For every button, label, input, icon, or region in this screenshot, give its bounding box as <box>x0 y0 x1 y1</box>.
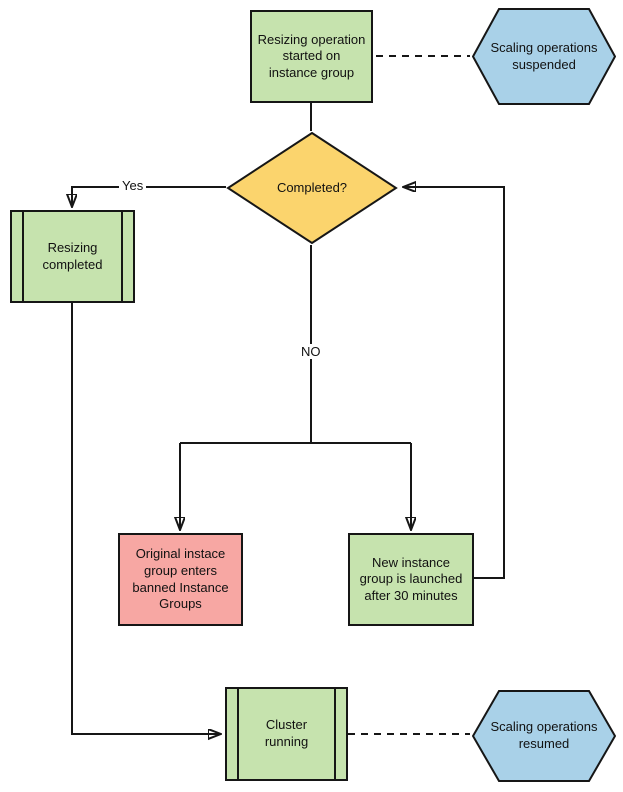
node-completed-decision: Completed? <box>226 132 398 244</box>
predefined-process-bar <box>334 689 336 779</box>
diamond-shape <box>226 132 398 244</box>
predefined-process-bar <box>22 212 24 301</box>
node-new-group-label: New instance group is launched after 30 … <box>359 554 463 603</box>
node-resize-started-label: Resizing operation started on instance g… <box>257 31 366 80</box>
node-scaling-resumed-label: Scaling operations resumed <box>490 719 598 751</box>
edge-label-no: NO <box>298 344 324 359</box>
hexagon-shape <box>472 690 616 782</box>
node-scaling-resumed: Scaling operations resumed <box>472 690 616 782</box>
edge-newgroup-to-decision <box>404 187 505 579</box>
node-resizing-completed: Resizing completed <box>10 210 135 303</box>
node-banned-group-label: Original instace group enters banned Ins… <box>132 546 229 612</box>
edge-decision-yes <box>72 186 226 206</box>
hexagon-shape <box>472 8 616 105</box>
node-cluster-running-label: Cluster running <box>264 717 309 749</box>
edge-label-yes: Yes <box>119 178 147 193</box>
node-scaling-suspended-label: Scaling operations suspended <box>490 39 598 72</box>
node-new-group: New instance group is launched after 30 … <box>348 533 474 626</box>
predefined-process-bar <box>237 689 239 779</box>
edge-resizing-to-cluster <box>71 303 220 734</box>
node-cluster-running: Cluster running <box>225 687 348 781</box>
node-scaling-suspended: Scaling operations suspended <box>472 8 616 105</box>
node-banned-group: Original instace group enters banned Ins… <box>118 533 243 626</box>
node-resize-started: Resizing operation started on instance g… <box>250 10 373 103</box>
node-resizing-completed-label: Resizing completed <box>42 239 103 272</box>
predefined-process-bar <box>121 212 123 301</box>
node-completed-label: Completed? <box>276 179 348 195</box>
